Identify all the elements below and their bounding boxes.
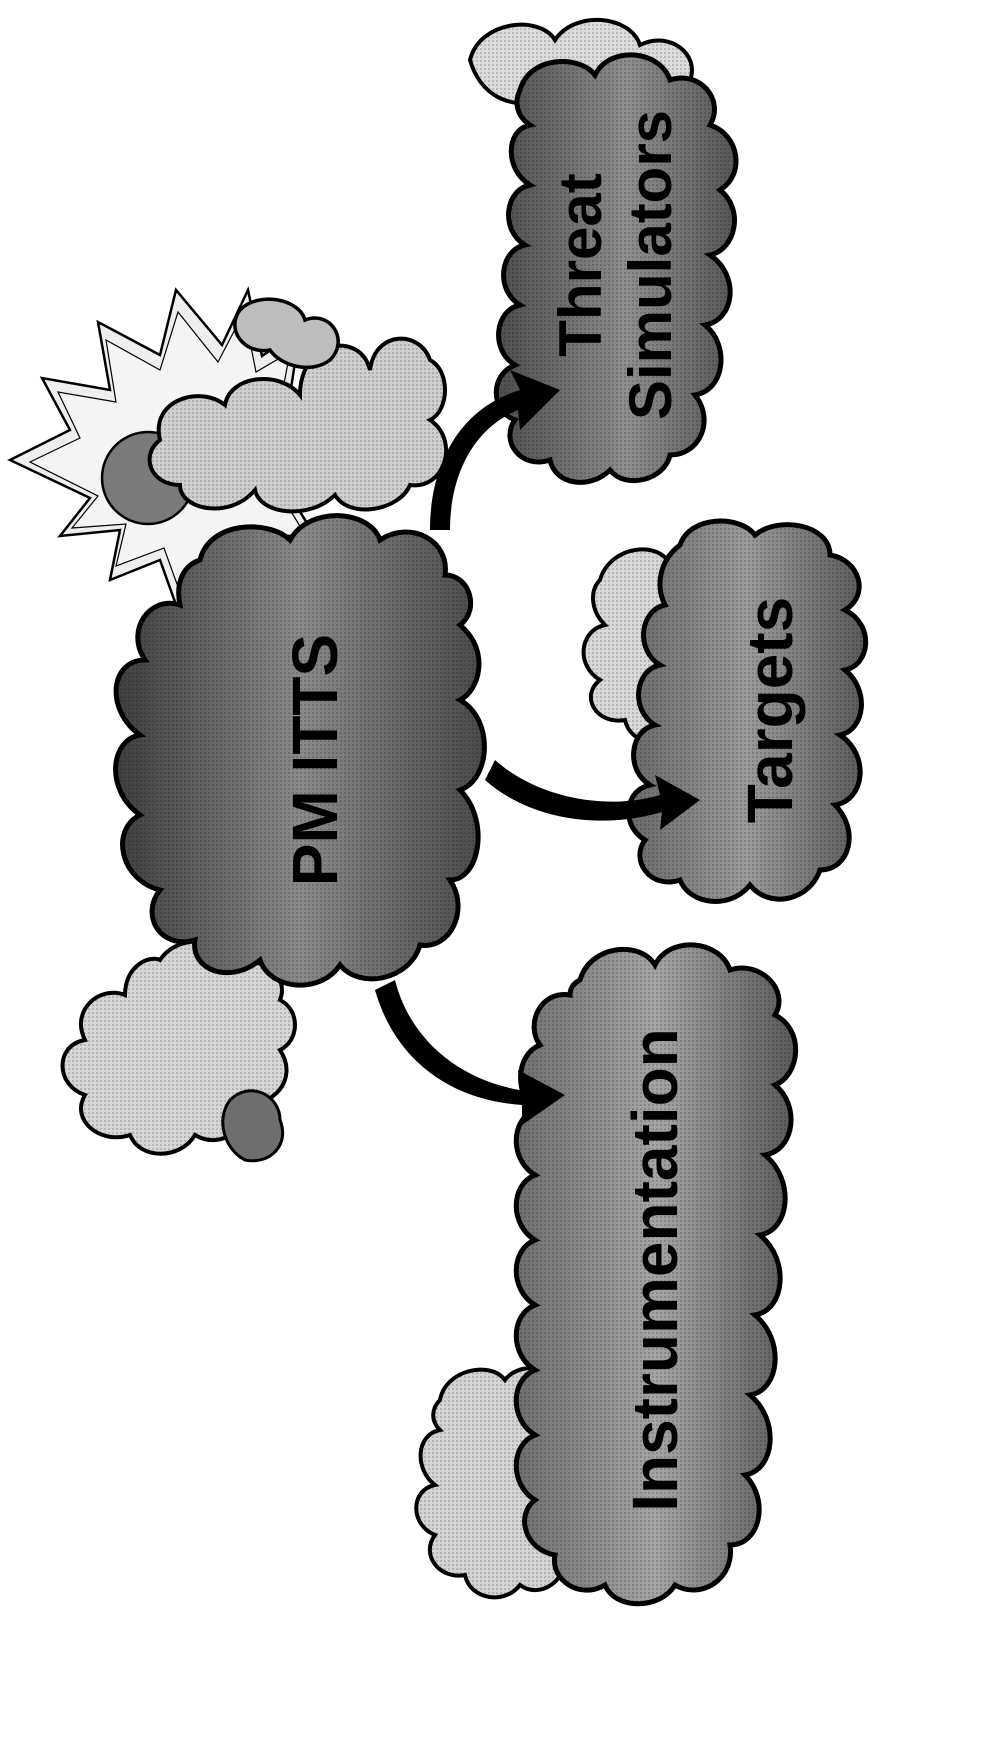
instrumentation-label: Instrumentation — [619, 1028, 691, 1512]
instrumentation-cloud: Instrumentation — [416, 945, 795, 1604]
threat-simulators-label-line2: Simulators — [617, 110, 684, 420]
background-cloud-lower — [63, 941, 296, 1160]
targets-label: Targets — [734, 597, 806, 823]
targets-cloud: Targets — [584, 521, 866, 901]
center-cloud-label: PM ITTS — [279, 634, 351, 886]
threat-simulators-label-line1: Threat — [547, 173, 614, 356]
